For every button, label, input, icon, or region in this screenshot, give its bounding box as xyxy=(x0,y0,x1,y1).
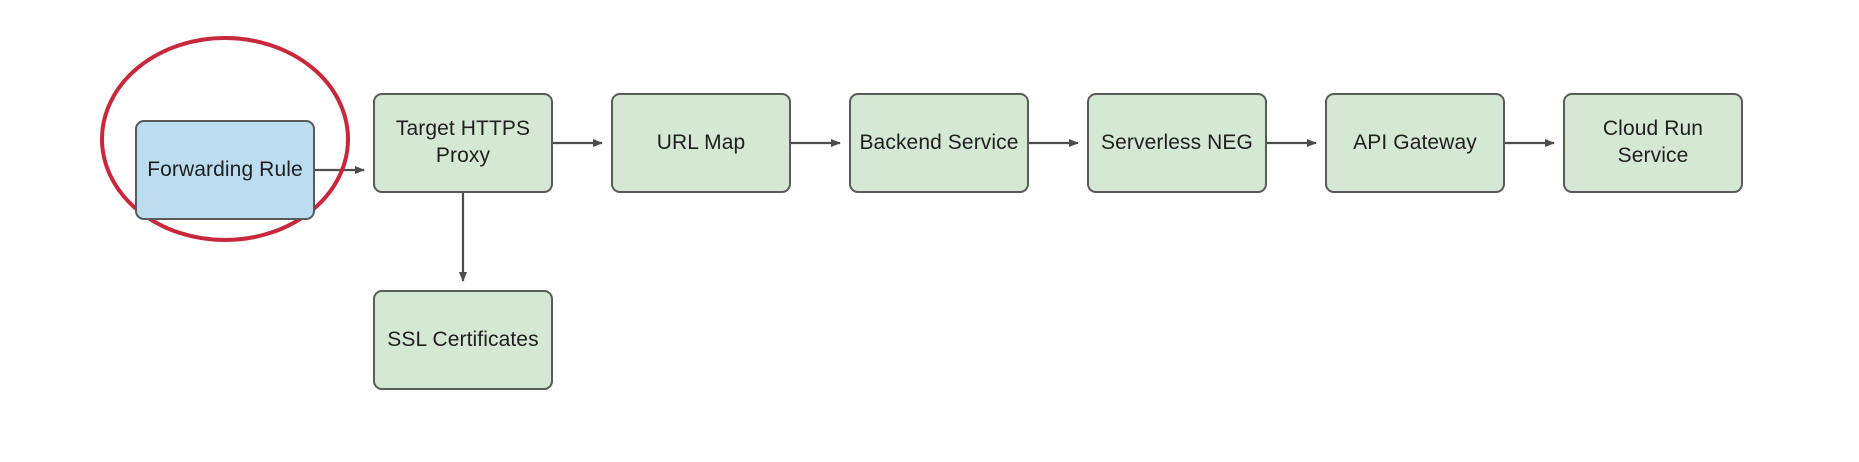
node-serverless-neg[interactable]: Serverless NEG xyxy=(1087,93,1267,193)
node-url-map-label: URL Map xyxy=(656,130,746,154)
node-api-gateway-label: API Gateway xyxy=(1353,130,1477,154)
node-ssl-certificates[interactable]: SSL Certificates xyxy=(373,290,553,390)
node-forwarding-rule-label: Forwarding Rule xyxy=(147,157,303,181)
node-forwarding-rule[interactable]: Forwarding Rule xyxy=(135,120,315,220)
node-cloud-run-service[interactable]: Cloud Run Service xyxy=(1563,93,1743,193)
node-ssl-certificates-label: SSL Certificates xyxy=(387,327,539,351)
node-url-map[interactable]: URL Map xyxy=(611,93,791,193)
node-backend-service-label: Backend Service xyxy=(859,130,1019,154)
node-cloud-run-service-label: Cloud Run Service xyxy=(1602,117,1704,167)
node-target-https-proxy[interactable]: Target HTTPS Proxy xyxy=(373,93,553,193)
node-api-gateway[interactable]: API Gateway xyxy=(1325,93,1505,193)
node-serverless-neg-label: Serverless NEG xyxy=(1101,130,1253,154)
node-backend-service[interactable]: Backend Service xyxy=(849,93,1029,193)
node-target-https-proxy-label: Target HTTPS Proxy xyxy=(395,117,531,167)
